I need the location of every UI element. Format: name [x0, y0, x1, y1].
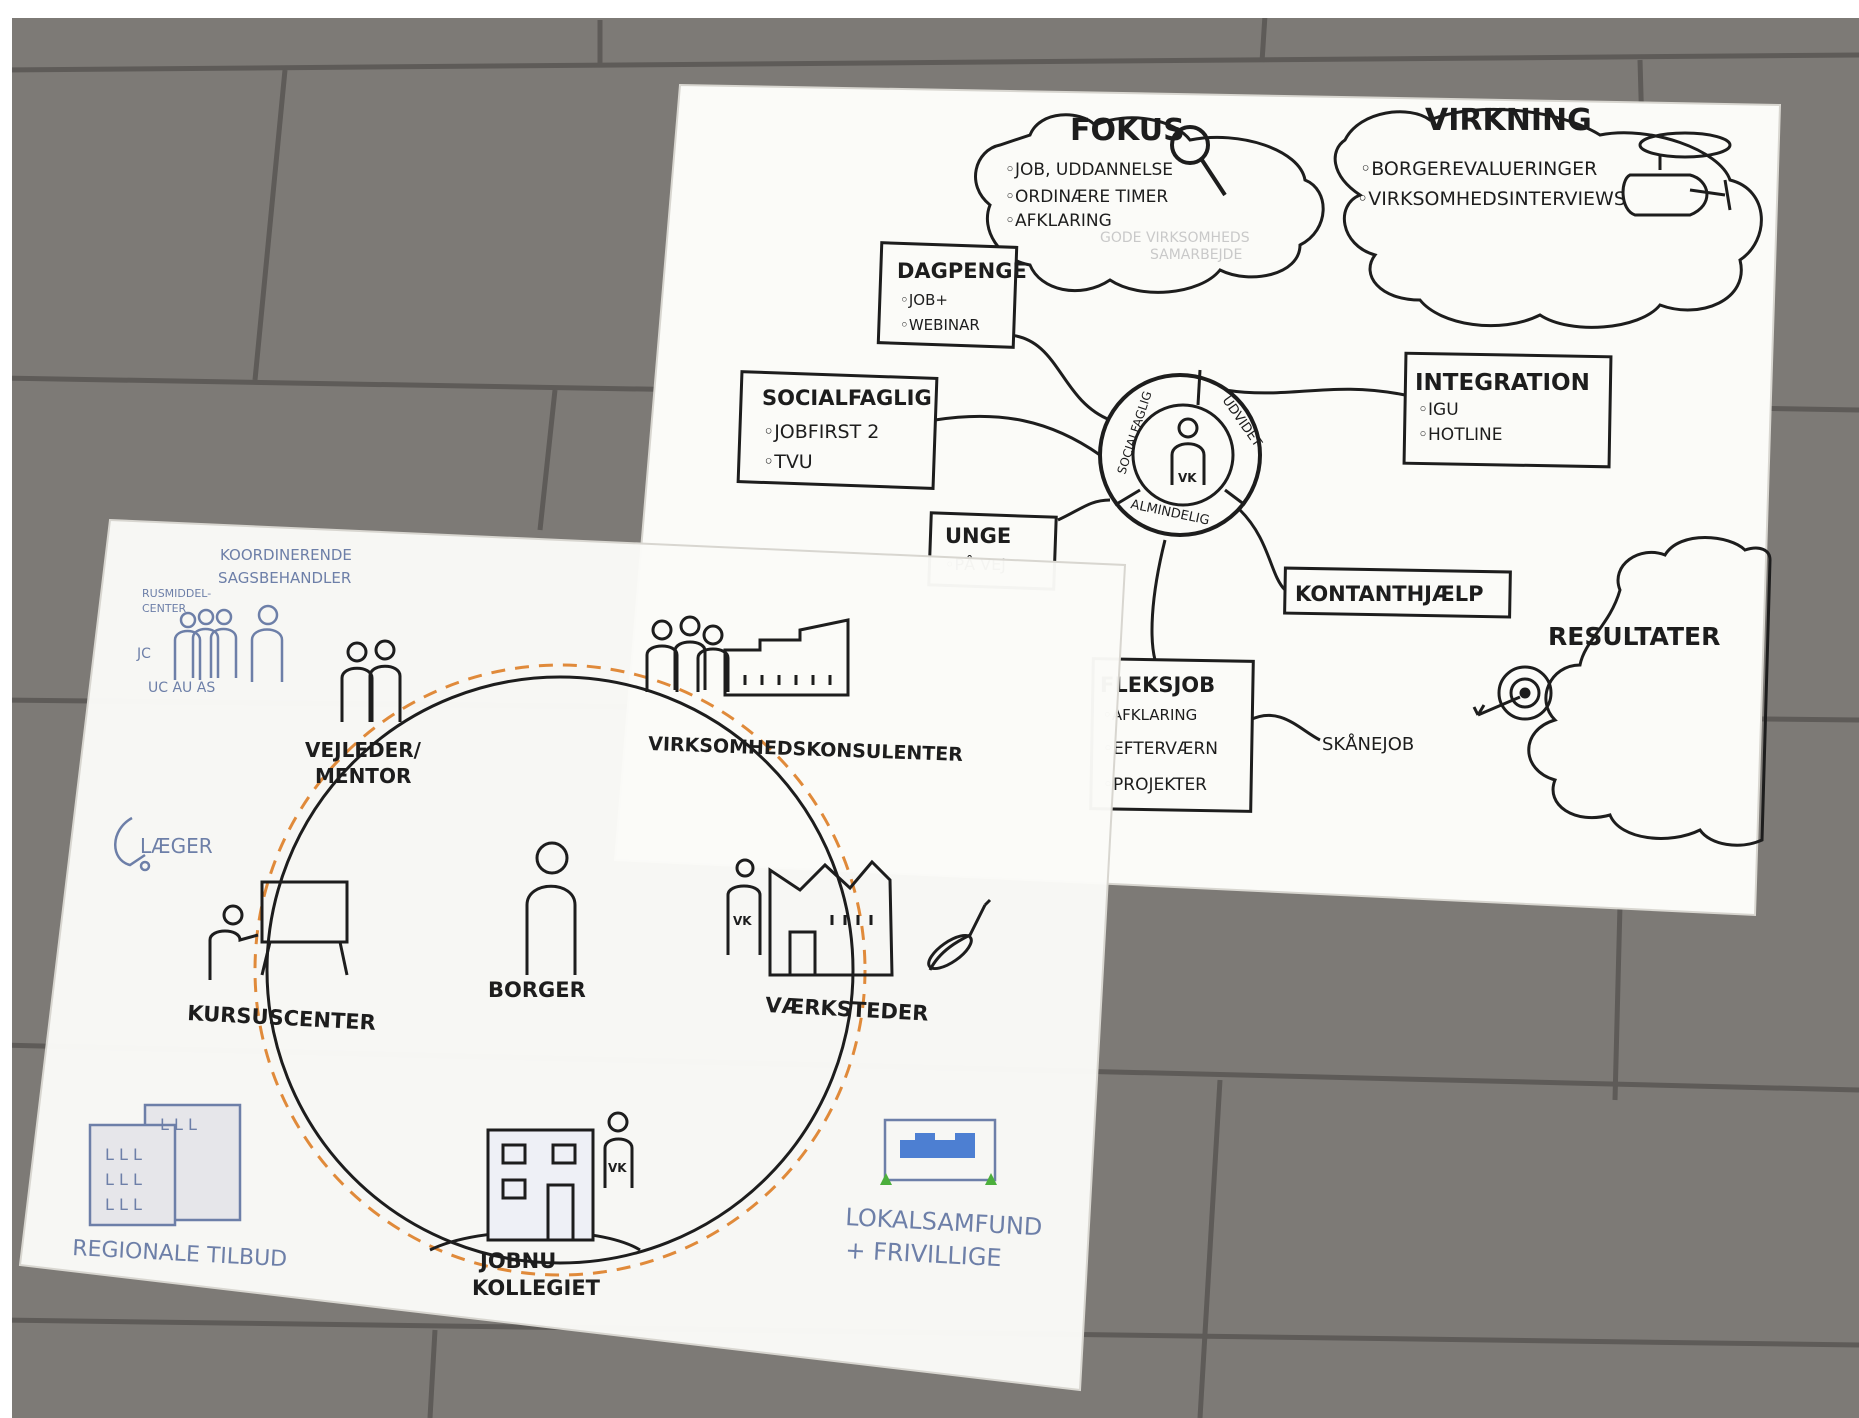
- magnifier-icon: [1170, 125, 1227, 197]
- helicopter-icon: [1621, 131, 1732, 217]
- hub-center-label: VK: [1178, 471, 1197, 485]
- fokus-item: ◦AFKLARING: [1005, 211, 1112, 231]
- fokus-faint-text: SAMARBEJDE: [1150, 247, 1242, 263]
- virkning-item: ◦BORGEREVALUERINGER: [1360, 158, 1597, 180]
- lower-sheet: KOORDINERENDE SAGSBEHANDLER RUSMIDDEL- C…: [18, 518, 1127, 1392]
- jobnu-label: JOBNU: [478, 1249, 556, 1273]
- skanejob-label: SKÅNEJOB: [1322, 733, 1414, 755]
- virkning-item: ◦VIRKSOMHEDSINTERVIEWS: [1357, 188, 1626, 210]
- svg-text:L L L: L L L: [105, 1170, 142, 1189]
- upper-sheet: FOKUS ◦JOB, UDDANNELSE ◦ORDINÆRE TIMER ◦…: [613, 83, 1782, 917]
- fokus-title: FOKUS: [1070, 113, 1185, 148]
- hub-connectors: [934, 333, 1406, 742]
- virkning-title: VIRKNING: [1425, 103, 1592, 138]
- fokus-item: ◦JOB, UDDANNELSE: [1005, 160, 1173, 180]
- box-item: ◦JOB+: [900, 291, 948, 309]
- svg-text:L L L: L L L: [160, 1115, 197, 1134]
- vk-label: VK: [733, 914, 752, 928]
- koordinerende-label: KOORDINERENDE: [220, 546, 352, 564]
- fokus-faint-text: GODE VIRKSOMHEDS: [1100, 230, 1250, 246]
- regional-buildings-icon: L L L L L L L L L L L L: [88, 1103, 242, 1227]
- integration-box: INTEGRATION ◦IGU ◦HOTLINE: [1402, 351, 1613, 469]
- box-item: ◦AFKLARING: [1103, 706, 1197, 724]
- box-item: ◦HOTLINE: [1418, 425, 1503, 445]
- workshop-icon: [726, 858, 992, 977]
- box-item: ◦IGU: [1418, 400, 1459, 420]
- rusmiddel-label: CENTER: [142, 602, 187, 615]
- person-icon: [1170, 417, 1206, 485]
- stethoscope-icon: [114, 816, 151, 872]
- box-item: ◦WEBINAR: [900, 316, 980, 334]
- svg-text:L L L: L L L: [105, 1195, 142, 1214]
- dagpenge-box: DAGPENGE ◦JOB+ ◦WEBINAR: [876, 241, 1027, 349]
- orange-dashed-ring: [253, 663, 867, 1277]
- borger-label: BORGER: [488, 978, 586, 1002]
- resultater-cloud: RESULTATER: [1472, 536, 1772, 847]
- network-ring: [265, 675, 855, 1265]
- virkning-cloud: VIRKNING ◦BORGEREVALUERINGER ◦VIRKSOMHED…: [1333, 103, 1763, 329]
- box-title: SOCIALFAGLIG: [762, 386, 932, 410]
- vejleder-label: MENTOR: [315, 764, 411, 788]
- vk-hub: VK SOCIALFAGLIG UDVIDET ALMINDELIG: [1098, 369, 1264, 537]
- rusmiddel-label: RUSMIDDEL-: [142, 587, 211, 600]
- kursuscenter-icon: [208, 880, 349, 980]
- borger-person-icon: [525, 841, 577, 975]
- fokus-cloud: FOKUS ◦JOB, UDDANNELSE ◦ORDINÆRE TIMER ◦…: [974, 113, 1325, 294]
- laeger-label: LÆGER: [140, 834, 213, 858]
- uc-au-as-label: UC AU AS: [148, 680, 215, 696]
- target-icon: [1472, 665, 1553, 721]
- box-title: DAGPENGE: [897, 259, 1027, 283]
- jc-label: JC: [136, 646, 151, 662]
- people-group-icon: [173, 604, 284, 682]
- socialfaglig-box: SOCIALFAGLIG ◦JOBFIRST 2 ◦TVU: [736, 370, 939, 490]
- koordinerende-label: SAGSBEHANDLER: [218, 569, 351, 587]
- konsulent-people-icon: [645, 615, 730, 692]
- kontanthjaelp-box: KONTANTHJÆLP: [1283, 566, 1512, 619]
- factory-icon: [723, 618, 850, 697]
- svg-text:L L L: L L L: [105, 1145, 142, 1164]
- box-item: ◦PROJEKTER: [1103, 775, 1207, 795]
- box-title: UNGE: [945, 524, 1011, 548]
- vk-label-building: VK: [608, 1161, 627, 1175]
- vejleder-people-icon: [340, 639, 402, 722]
- vejleder-label: VEJLEDER/: [305, 738, 422, 762]
- fleksjob-box: FLEKSJOB ◦AFKLARING ◦EFTERVÆRN ◦PROJEKTE…: [1089, 657, 1255, 813]
- box-title: KONTANTHJÆLP: [1295, 582, 1484, 606]
- building-icon: [429, 1111, 641, 1252]
- box-item: ◦JOBFIRST 2: [763, 421, 879, 443]
- jobnu-label: KOLLEGIET: [472, 1276, 601, 1300]
- community-icon: [880, 1118, 997, 1185]
- resultater-title: RESULTATER: [1548, 622, 1720, 651]
- box-title: INTEGRATION: [1415, 370, 1590, 396]
- box-item: ◦TVU: [763, 451, 813, 473]
- fokus-item: ◦ORDINÆRE TIMER: [1005, 187, 1168, 207]
- box-item: ◦EFTERVÆRN: [1103, 739, 1218, 759]
